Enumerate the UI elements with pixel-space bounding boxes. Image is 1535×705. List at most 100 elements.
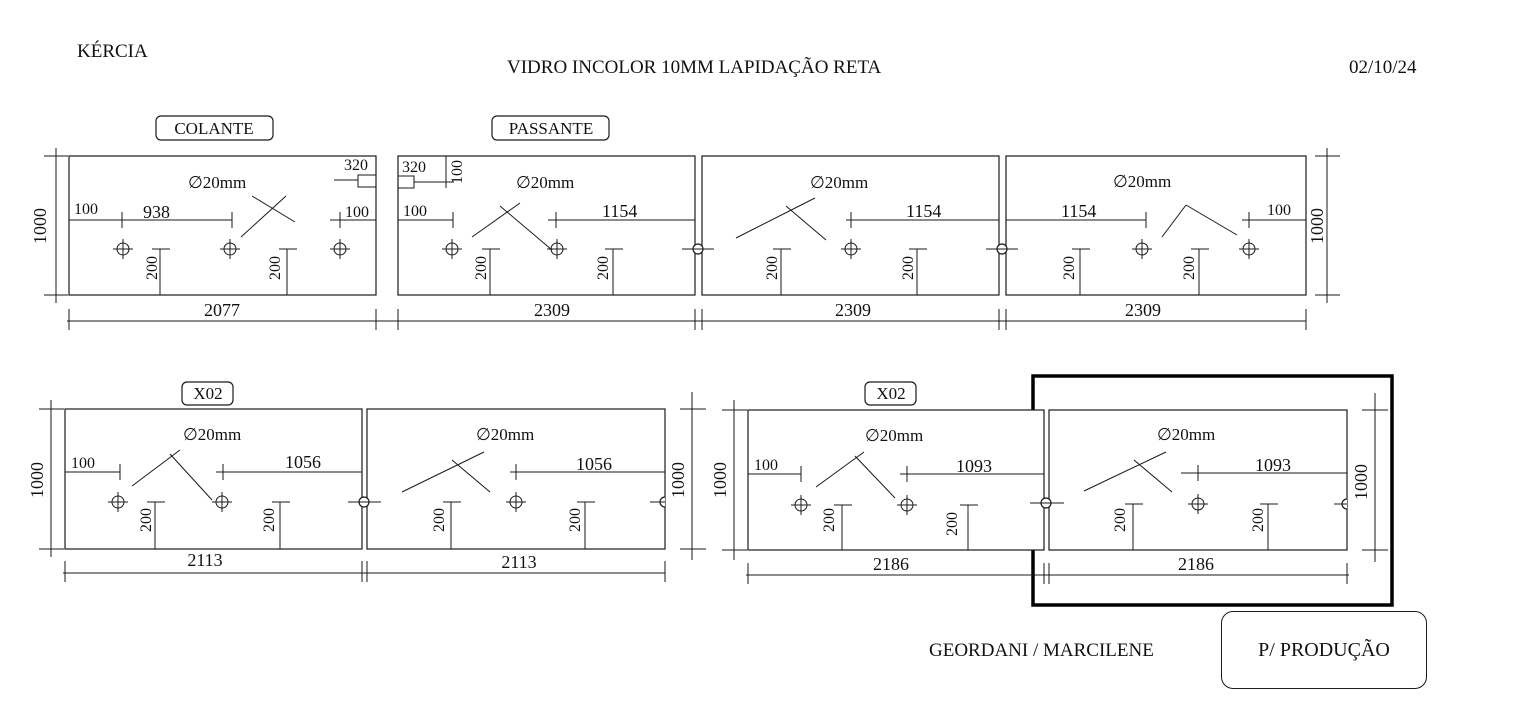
hole-marker [108, 492, 128, 512]
hole-label-2-2: ∅20mm [476, 425, 534, 444]
tag-box-x02 [864, 381, 917, 406]
panel-1-4 [1005, 155, 1307, 296]
height-label-2-right: 1000 [1351, 464, 1371, 500]
hole-label-1-2: ∅20mm [516, 173, 574, 192]
client-name: KÉRCIA [77, 41, 148, 62]
offset-mid-1-2: 1154 [602, 201, 637, 221]
vert-offset-1-4b: 200 [1181, 256, 1198, 280]
hole-marker [330, 239, 350, 259]
panel-1-1 [68, 155, 377, 296]
hole-marker [1188, 494, 1208, 514]
offset-mid-2-2: 1056 [576, 454, 612, 474]
notch-label-1-1: 320 [344, 157, 368, 174]
door-swing-line [251, 195, 296, 223]
tag-x02-right: X02 [876, 384, 905, 403]
vert-offset-2-2b: 200 [567, 508, 584, 532]
hole-marker [220, 239, 240, 259]
height-label-left: 1000 [30, 208, 50, 244]
hole-label-2-3: ∅20mm [865, 426, 923, 445]
vert-offset-2-4b: 200 [1250, 508, 1267, 532]
panel-2-2 [366, 408, 666, 550]
height-label-right: 1000 [1307, 208, 1327, 244]
hole-marker [841, 239, 861, 259]
vert-offset-2-1a: 200 [138, 508, 155, 532]
door-swing-line [240, 195, 287, 238]
glass-spec-title: VIDRO INCOLOR 10MM LAPIDAÇÃO RETA [507, 57, 882, 78]
door-swing-line [785, 205, 827, 241]
height-label-2-mid: 1000 [668, 462, 688, 498]
hole-label-1-1: ∅20mm [188, 173, 246, 192]
vert-offset-1-1b: 200 [267, 256, 284, 280]
door-swing-line [1185, 204, 1238, 236]
offset-left-2-1: 100 [71, 455, 95, 472]
hole-label-1-3: ∅20mm [810, 173, 868, 192]
hole-marker [791, 495, 811, 515]
offset-mid-1-4: 1154 [1061, 201, 1096, 221]
row-1: COLANTE PASSANTE 1000 1000 2077 2309 230… [30, 115, 1340, 330]
width-label-2-2: 2113 [501, 552, 536, 572]
notch-depth-1-2: 100 [449, 160, 466, 184]
width-label-1-2: 2309 [534, 300, 570, 320]
hole-marker [506, 492, 526, 512]
height-label-2-mid2: 1000 [710, 462, 730, 498]
vert-offset-1-3a: 200 [764, 256, 781, 280]
door-swing-line [1083, 451, 1167, 492]
offset-left-1-2: 100 [403, 203, 427, 220]
vert-offset-1-4a: 200 [1061, 256, 1078, 280]
door-swing-line [1161, 204, 1187, 238]
vert-offset-2-1b: 200 [261, 508, 278, 532]
offset-left-1-1: 100 [74, 201, 98, 218]
panel-2-1 [64, 408, 363, 550]
hole-marker [442, 239, 462, 259]
vert-offset-1-2a: 200 [473, 256, 490, 280]
door-swing-line [499, 205, 553, 251]
door-swing-line [854, 455, 896, 499]
vert-offset-2-4a: 200 [1112, 508, 1129, 532]
tag-passante: PASSANTE [509, 119, 593, 138]
tag-box-x02 [181, 381, 234, 406]
row-2: X02 X02 1000 1000 1000 1000 2113 2113 21… [27, 374, 1394, 607]
door-swing-line [471, 202, 521, 238]
hole-marker [1132, 239, 1152, 259]
offset-mid-1-1: 938 [143, 202, 170, 222]
offset-mid-1-3: 1154 [906, 201, 941, 221]
width-label-1-3: 2309 [835, 300, 871, 320]
hole-marker [1239, 239, 1259, 259]
hole-label-1-4: ∅20mm [1113, 172, 1171, 191]
width-label-2-4: 2186 [1178, 554, 1214, 574]
tag-box-colante [155, 115, 274, 141]
width-label-1-1: 2077 [204, 300, 240, 320]
hole-marker [113, 239, 133, 259]
production-stamp-label: P/ PRODUÇÃO [1258, 638, 1390, 661]
width-label-2-1: 2113 [187, 550, 222, 570]
offset-mid-2-3: 1093 [956, 456, 992, 476]
hole-label-2-4: ∅20mm [1157, 425, 1215, 444]
vert-offset-1-1a: 200 [144, 256, 161, 280]
offset-right-1-4: 100 [1267, 202, 1291, 219]
offset-mid-2-4: 1093 [1255, 455, 1291, 475]
door-swing-line [1133, 459, 1173, 493]
notch-cutout [357, 174, 377, 188]
height-label-2-left: 1000 [27, 462, 47, 498]
vert-offset-1-3b: 200 [900, 256, 917, 280]
offset-mid-2-1: 1056 [285, 452, 321, 472]
panel-2-3 [747, 409, 1045, 551]
door-swing-line [735, 197, 816, 239]
tag-colante: COLANTE [174, 119, 253, 138]
tag-box-passante [491, 115, 610, 141]
notch-label-1-2: 320 [402, 159, 426, 176]
offset-left-2-3: 100 [754, 457, 778, 474]
staff-names: GEORDANI / MARCILENE [929, 640, 1154, 661]
vert-offset-2-2a: 200 [431, 508, 448, 532]
offset-right-1-1: 100 [345, 204, 369, 221]
width-label-1-4: 2309 [1125, 300, 1161, 320]
width-label-2-3: 2186 [873, 554, 909, 574]
door-swing-line [169, 453, 213, 501]
vert-offset-1-2b: 200 [595, 256, 612, 280]
door-swing-line [401, 451, 485, 493]
tag-x02-left: X02 [193, 384, 222, 403]
vert-offset-2-3b: 200 [944, 512, 961, 536]
hole-marker [212, 492, 232, 512]
door-swing-line [451, 459, 491, 493]
